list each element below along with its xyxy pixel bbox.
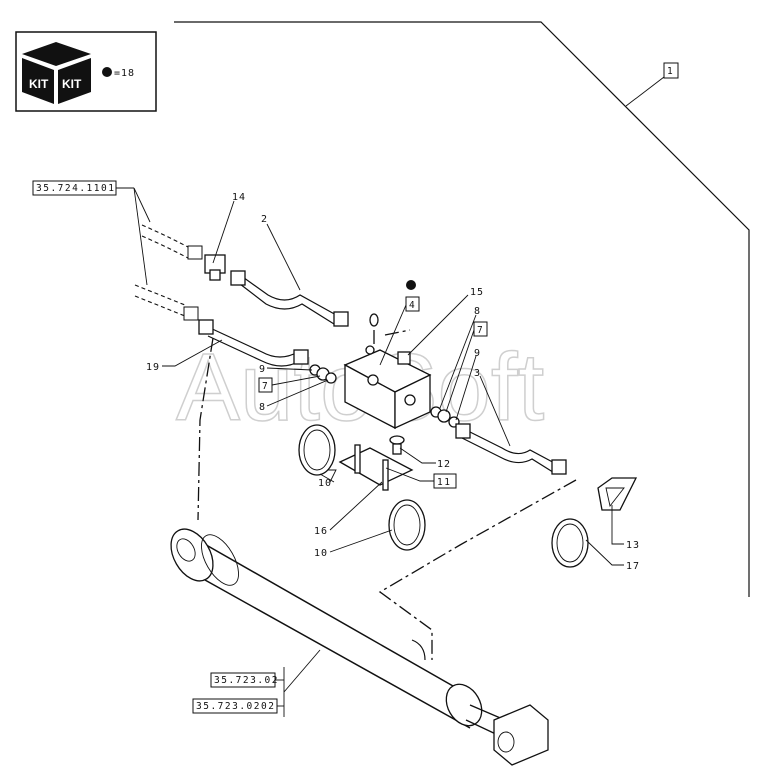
callout-10-lower: 10 <box>314 548 328 559</box>
callout-11: 11 <box>437 477 451 488</box>
callout-10-upper: 10 <box>318 478 332 489</box>
callout-9-top: 9 <box>474 348 481 359</box>
svg-text:KIT: KIT <box>29 77 49 91</box>
callout-13: 13 <box>626 540 640 551</box>
callout-9-left: 9 <box>259 364 266 375</box>
clamp-17 <box>551 518 589 568</box>
clamp-10-upper <box>298 424 336 476</box>
callout-16: 16 <box>314 526 328 537</box>
callout-7-top: 7 <box>477 325 484 336</box>
ref-35-723-02: 35.723.02 <box>214 675 279 686</box>
bracket-13 <box>597 477 638 511</box>
hydraulic-cylinder <box>170 528 549 766</box>
pipe-2 <box>230 270 349 327</box>
callout-15: 15 <box>470 287 484 298</box>
callout-3: 3 <box>474 368 481 379</box>
pipe-19 <box>198 319 309 367</box>
callout-14: 14 <box>232 192 246 203</box>
callout-8-top: 8 <box>474 306 481 317</box>
callout-2: 2 <box>261 214 268 225</box>
clamp-10-lower <box>388 499 426 551</box>
callout-19: 19 <box>146 362 160 373</box>
elbow-fitting-14 <box>204 254 226 281</box>
pipe-3 <box>455 423 567 475</box>
ref-35-723-0202: 35.723.0202 <box>196 701 275 712</box>
kit-legend: KIT KIT =18 <box>15 31 157 112</box>
plug-12 <box>389 435 405 455</box>
plate-16 <box>338 444 414 491</box>
ref-assembly-1: 1 <box>667 66 674 77</box>
kit-box-icon: KIT KIT <box>22 42 91 104</box>
valve-block-4 <box>343 345 432 430</box>
callout-12: 12 <box>437 459 451 470</box>
kit-equals-text: =18 <box>114 68 135 79</box>
callout-17: 17 <box>626 561 640 572</box>
callouts: 14 2 15 4 8 7 9 3 19 9 7 8 <box>146 192 640 572</box>
callout-7-left: 7 <box>262 381 269 392</box>
ref-35-724-1101: 35.724.1101 <box>36 183 115 194</box>
callout-8-left: 8 <box>259 402 266 413</box>
callout-4: 4 <box>409 300 416 311</box>
svg-text:KIT: KIT <box>62 77 82 91</box>
bullet-dot-icon <box>102 67 112 77</box>
